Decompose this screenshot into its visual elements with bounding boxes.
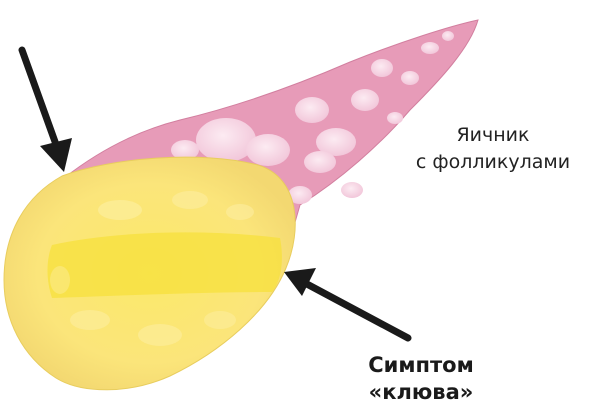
- follicle: [401, 71, 419, 85]
- follicle: [196, 118, 256, 162]
- follicle: [295, 97, 329, 123]
- follicle: [351, 89, 379, 111]
- beak-sign-label: Симптом «клюва»: [336, 352, 506, 406]
- follicle: [246, 134, 290, 166]
- follicle: [371, 59, 393, 77]
- ovary-label-line1: Яичник: [400, 122, 586, 149]
- follicle: [421, 42, 439, 54]
- cyst-core: [48, 232, 282, 298]
- arrow-up-left-icon: [284, 268, 408, 338]
- ovary-label: Яичник с фолликулами: [400, 122, 586, 176]
- ovary-label-line2: с фолликулами: [400, 149, 586, 176]
- arrow-down-right-icon: [22, 50, 72, 172]
- cyst: [4, 157, 295, 390]
- beak-sign-label-line2: «клюва»: [336, 379, 506, 406]
- follicle: [341, 182, 363, 198]
- beak-sign-label-line1: Симптом: [336, 352, 506, 379]
- follicle: [442, 31, 454, 41]
- follicle: [304, 151, 336, 173]
